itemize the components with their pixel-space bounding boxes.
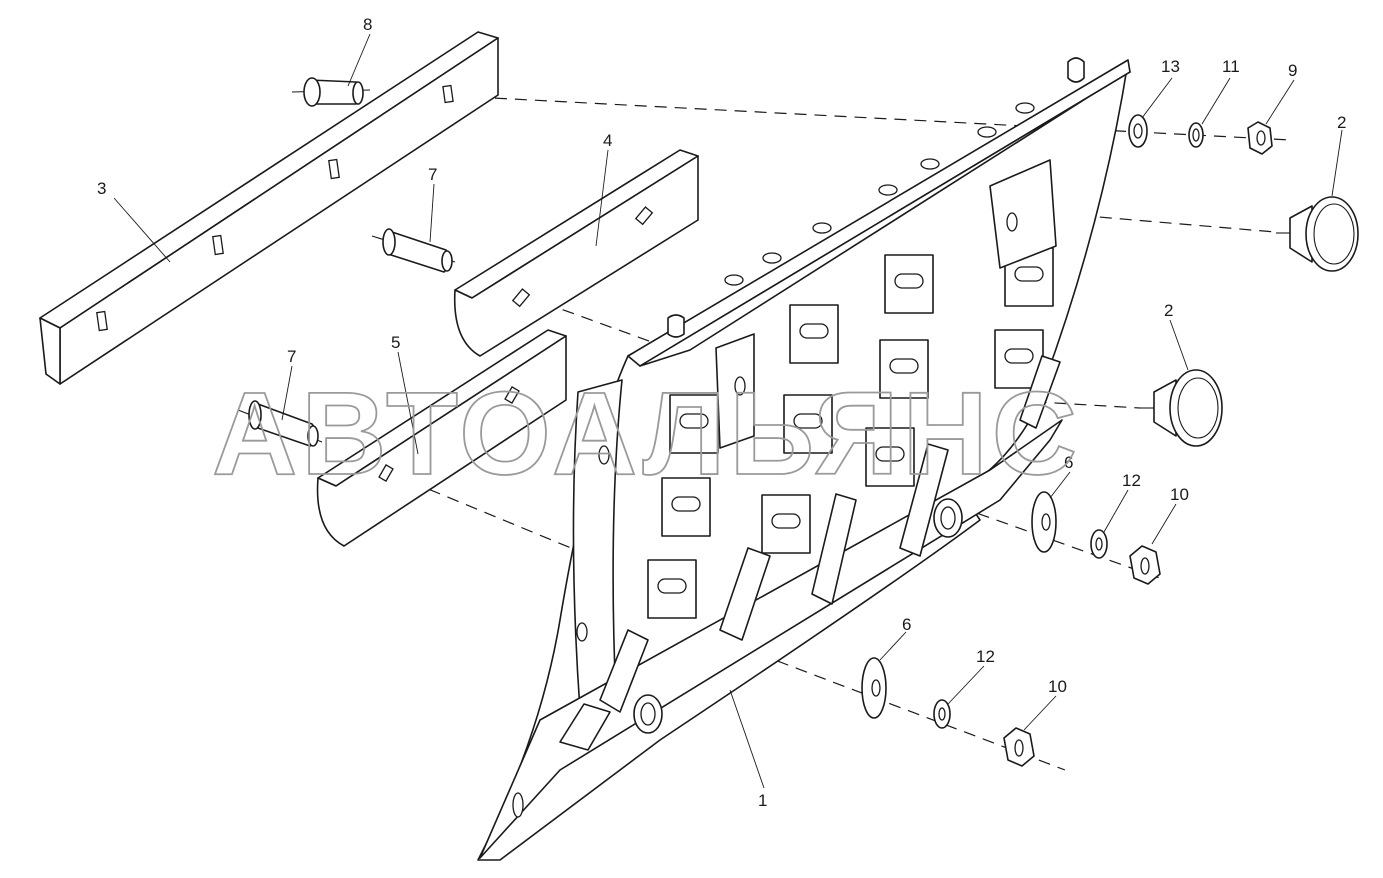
callout-2-upper: 2	[1337, 113, 1346, 132]
fasteners-bottom	[861, 657, 1035, 767]
callout-7-lower: 7	[287, 347, 296, 366]
part-bolt-7-upper	[371, 228, 456, 273]
callout-9: 9	[1288, 61, 1297, 80]
part-bolt-7-lower	[237, 400, 323, 447]
leader-lines	[113, 33, 1343, 789]
callout-3: 3	[97, 179, 106, 198]
part-knife-4	[453, 149, 699, 357]
callout-7-upper: 7	[428, 165, 437, 184]
callout-1: 1	[758, 791, 767, 810]
knob-2-upper	[1276, 196, 1359, 272]
watermark-text: АВТОАЛЬЯНС	[212, 368, 1081, 500]
fasteners-mid	[1031, 491, 1161, 585]
callout-6-upper: 6	[1064, 453, 1073, 472]
callout-10-lower: 10	[1048, 677, 1067, 696]
callout-11: 11	[1222, 57, 1240, 76]
callout-6-lower: 6	[902, 615, 911, 634]
part-bolt-8	[291, 77, 371, 107]
callout-13: 13	[1161, 57, 1180, 76]
fasteners-top	[1128, 114, 1273, 155]
part-knife-5	[316, 329, 567, 547]
knob-2-lower	[1140, 369, 1223, 447]
callout-4: 4	[603, 131, 612, 150]
callout-5: 5	[391, 333, 400, 352]
callout-12-upper: 12	[1122, 471, 1141, 490]
callout-8: 8	[363, 15, 372, 34]
part-strip-3	[39, 31, 499, 385]
callout-2-lower: 2	[1164, 301, 1173, 320]
part-mouldboard-1	[477, 57, 1131, 861]
finger-teeth	[559, 355, 1061, 751]
callout-10-upper: 10	[1170, 485, 1189, 504]
callout-12-lower: 12	[976, 647, 995, 666]
callout-labels: 8 3 4 7 7 5 13 11 9 2 2 6 12 10 6 12 10 …	[97, 15, 1346, 810]
